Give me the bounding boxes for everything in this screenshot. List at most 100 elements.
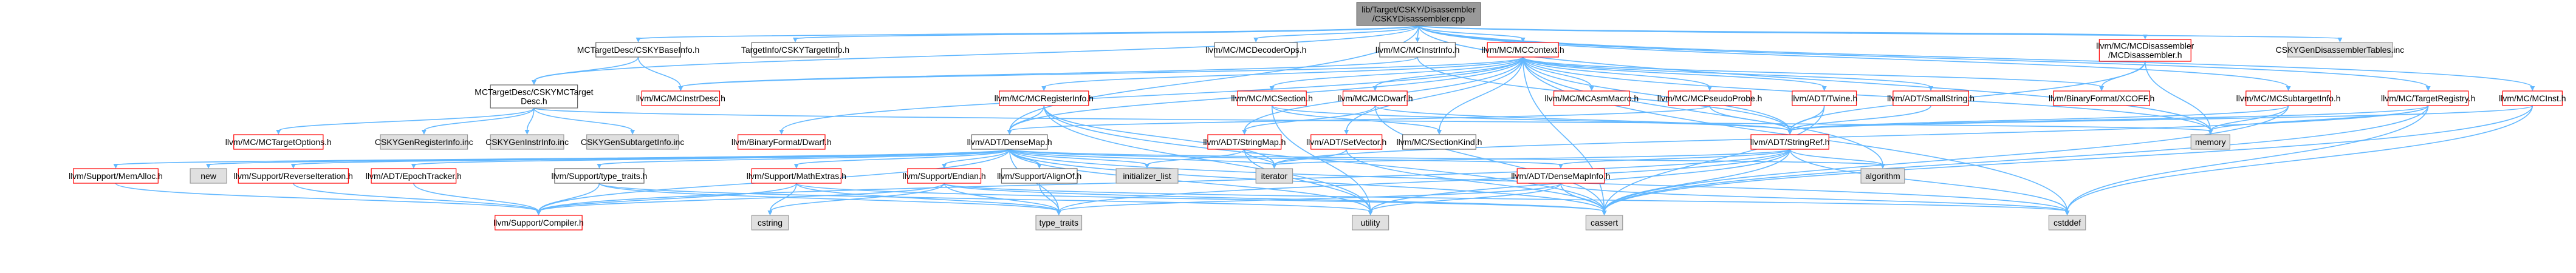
node-label: llvm/ADT/Twine.h [1791, 93, 1857, 103]
node-setvector[interactable]: llvm/ADT/SetVector.h [1306, 134, 1386, 150]
node-mccontext[interactable]: llvm/MC/MCContext.h [1482, 42, 1564, 58]
node-reverseiter[interactable]: llvm/Support/ReverseIteration.h [234, 168, 353, 184]
dependency-edge [1009, 149, 1561, 166]
edge-arrowhead [2208, 130, 2213, 135]
node-regsinfo[interactable]: llvm/MC/MCRegisterInfo.h [995, 90, 1094, 106]
node-label: llvm/ADT/StringRef.h [1750, 137, 1830, 147]
node-label: llvm/ADT/StringMap.h [1203, 137, 1286, 147]
dependency-edge [413, 183, 540, 212]
dependency-edge [1374, 105, 1605, 212]
node-section[interactable]: llvm/MC/MCSection.h [1231, 90, 1313, 106]
node-root[interactable]: lib/Target/CSKY/Disassembler/CSKYDisasse… [1356, 2, 1481, 26]
node-compiler[interactable]: llvm/Support/Compiler.h [493, 215, 584, 231]
node-box [1001, 168, 1078, 184]
node-box [2245, 90, 2331, 106]
node-geninstr: CSKYGenInstrInfo.inc [485, 134, 569, 150]
node-bfdwarf[interactable]: llvm/BinaryFormat/Dwarf.h [731, 134, 832, 150]
dependency-edge [796, 183, 1605, 212]
node-smallstring[interactable]: llvm/ADT/SmallString.h [1887, 90, 1975, 106]
dependency-edge [2145, 61, 2211, 132]
dependency-edge [680, 56, 1524, 88]
node-endian[interactable]: llvm/Support/Endian.h [903, 168, 986, 184]
node-label: llvm/MC/SectionKind.h [1397, 137, 1482, 147]
edge-arrowhead [1589, 86, 1594, 91]
dependency-edge [1374, 56, 1524, 88]
node-mcinst[interactable]: llvm/MC/MCInst.h [2499, 90, 2566, 106]
dependency-edge [598, 183, 1060, 212]
node-instrinfo[interactable]: llvm/MC/MCInstrInfo.h [1375, 42, 1459, 58]
node-dwarf[interactable]: llvm/MC/MCDwarf.h [1337, 90, 1413, 106]
node-asmmacro[interactable]: llvm/MC/MCAsmMacro.h [1544, 90, 1639, 106]
node-epoch[interactable]: llvm/ADT/EpochTracker.h [366, 168, 462, 184]
node-baseinfo[interactable]: MCTargetDesc/CSKYBaseInfo.h [577, 42, 700, 58]
dependency-edge [1522, 56, 1710, 88]
dependency-edge [1789, 149, 2068, 212]
node-stringmap[interactable]: llvm/ADT/StringMap.h [1203, 134, 1286, 150]
node-instrdesc[interactable]: llvm/MC/MCInstrDesc.h [636, 90, 725, 106]
dependency-edge [423, 107, 535, 132]
node-label: llvm/MC/MCContext.h [1482, 45, 1564, 55]
dependency-edge [1789, 149, 1883, 166]
dependency-edge [1603, 105, 1825, 212]
node-densemap[interactable]: llvm/ADT/DenseMap.h [967, 134, 1052, 150]
dependency-edge [1560, 183, 1605, 212]
node-label: TargetInfo/CSKYTargetInfo.h [741, 45, 849, 55]
edge-arrowhead [1436, 130, 1442, 135]
node-pseudoprobe[interactable]: llvm/MC/MCPseudoProbe.h [1657, 90, 1762, 106]
dependency-edge [598, 183, 1371, 212]
node-treg[interactable]: llvm/MC/TargetRegistry.h [2381, 90, 2475, 106]
node-label: lib/Target/CSKY/Disassembler [1362, 5, 1476, 15]
dependency-edge [1043, 105, 1275, 166]
dependency-edge [1522, 56, 2211, 132]
node-box [2388, 90, 2469, 106]
dependency-edge [1789, 105, 2289, 132]
node-label: llvm/MC/MCInst.h [2499, 93, 2566, 103]
node-sectionkind[interactable]: llvm/MC/SectionKind.h [1397, 134, 1482, 150]
node-stringref[interactable]: llvm/ADT/StringRef.h [1750, 134, 1830, 150]
dependency-edge [769, 183, 797, 212]
node-box [1356, 2, 1481, 26]
edge-arrowhead [1821, 86, 1827, 91]
node-label: initializer_list [1123, 171, 1171, 181]
node-subtarget[interactable]: llvm/MC/MCSubtargetInfo.h [2236, 90, 2341, 106]
node-label: llvm/Support/type_traits.h [551, 171, 647, 181]
node-box [738, 134, 826, 150]
node-memory: memory [2190, 134, 2230, 150]
node-alignof[interactable]: llvm/Support/AlignOf.h [997, 168, 1081, 184]
node-label: CSKYGenDisassemblerTables.inc [2276, 45, 2405, 55]
node-box [1402, 134, 1476, 150]
node-mathextras[interactable]: llvm/Support/MathExtras.h [747, 168, 846, 184]
node-mcdisasm[interactable]: llvm/MC/MCDisassembler/MCDisassembler.h [2096, 39, 2194, 62]
node-box [1553, 90, 1630, 106]
dependency-edge [1522, 56, 1931, 88]
node-box [233, 134, 324, 150]
dependency-edge [1009, 105, 1710, 132]
node-label: type_traits [1039, 218, 1078, 228]
node-label: llvm/ADT/DenseMapInfo.h [1511, 171, 1610, 181]
node-memalloc[interactable]: llvm/Support/MemAlloc.h [69, 168, 163, 184]
edge-arrowhead [524, 130, 530, 135]
node-label: iterator [1261, 171, 1288, 181]
node-decoderops[interactable]: llvm/MC/MCDecoderOps.h [1205, 42, 1306, 58]
node-box [380, 134, 468, 150]
edge-arrowhead [421, 130, 426, 135]
node-label: llvm/ADT/SetVector.h [1306, 137, 1386, 147]
node-densemapinfo[interactable]: llvm/ADT/DenseMapInfo.h [1511, 168, 1611, 184]
node-label: llvm/MC/MCInstrInfo.h [1375, 45, 1459, 55]
node-twine[interactable]: llvm/ADT/Twine.h [1791, 90, 1857, 106]
edge-arrowhead [1242, 130, 1247, 135]
node-label: llvm/Support/Endian.h [903, 171, 986, 181]
node-box [495, 215, 583, 231]
node-typetraitsh[interactable]: llvm/Support/type_traits.h [551, 168, 647, 184]
dependency-edge [538, 183, 797, 212]
node-label: llvm/ADT/DenseMap.h [967, 137, 1052, 147]
dependency-edge [1374, 105, 1790, 132]
node-tinfo[interactable]: TargetInfo/CSKYTargetInfo.h [741, 42, 849, 58]
dependency-edge [538, 183, 600, 212]
node-xcoff[interactable]: llvm/BinaryFormat/XCOFF.h [2049, 90, 2154, 106]
node-box [1214, 42, 1298, 58]
node-label: /MCDisassembler.h [2108, 50, 2182, 60]
node-targetopts[interactable]: llvm/MC/MCTargetOptions.h [225, 134, 332, 150]
